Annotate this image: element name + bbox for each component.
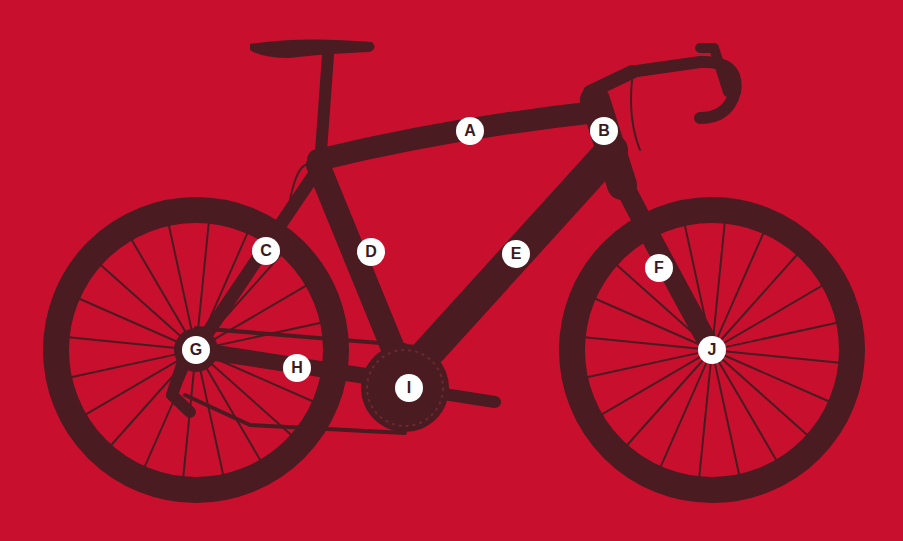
brake-lever [700,48,728,92]
chainring-teeth [367,350,443,426]
spoke [100,265,188,344]
spoke [699,360,711,477]
rear-derailleur [172,365,190,412]
spoke [627,357,706,445]
spoke [169,225,194,340]
spoke [722,351,839,363]
callout-letter: I [395,374,423,402]
cassette [174,328,218,372]
front-wheel [572,210,852,490]
spoke [722,323,837,348]
callout-letter: C [252,237,280,265]
callout-letter: A [456,117,484,145]
callout-letter: F [645,254,673,282]
callout-letter: D [357,238,385,266]
rear-wheel [56,210,336,490]
cable [631,80,640,150]
callout-letter: B [590,117,618,145]
spoke [713,223,725,340]
spoke [587,352,702,377]
spoke [183,360,195,477]
spoke [198,360,223,475]
spoke [585,337,702,349]
spoke [719,254,798,342]
seat-stay [196,172,316,350]
spoke [69,337,186,349]
fork [620,178,712,350]
callout-letter: H [283,354,311,382]
callout-letter: J [698,336,726,364]
top-tube [318,112,596,160]
spoke [111,357,190,445]
callout-letter: E [502,240,530,268]
spoke [719,357,807,436]
chainring [361,344,449,432]
spoke [714,360,739,475]
spoke [71,352,186,377]
saddle [250,39,375,58]
callout-letter: G [182,336,210,364]
down-tube [405,150,612,378]
cable [290,164,318,200]
